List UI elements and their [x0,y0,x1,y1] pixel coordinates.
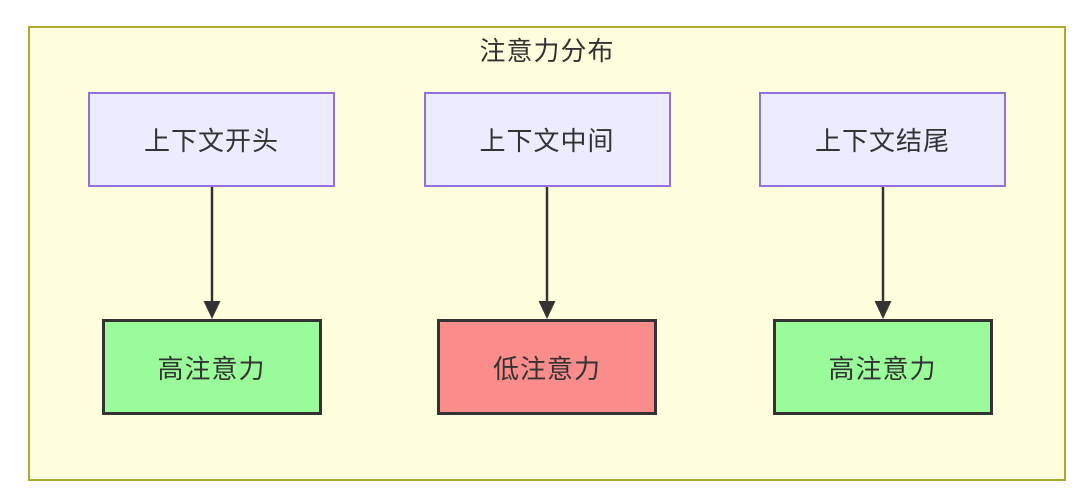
context-middle-label: 上下文中间 [479,126,615,156]
flow-arrow-down [538,187,556,319]
attention-result-node-middle: 低注意力 [437,319,657,415]
context-middle-node: 上下文中间 [423,92,671,187]
diagram-title: 注意力分布 [479,36,615,66]
arrowhead-icon [203,301,220,319]
context-start-node: 上下文开头 [88,92,335,187]
arrowhead-icon [874,301,891,319]
diagram-body: 上下文开头 高注意力 上下文中间 低注意力 [30,92,1064,415]
context-end-label: 上下文结尾 [814,126,950,156]
arrowhead-icon [538,301,556,319]
flow-arrow-down [874,187,891,319]
attention-result-label: 低注意力 [492,353,601,384]
attention-result-node-start: 高注意力 [101,319,322,415]
attention-result-node-end: 高注意力 [772,319,993,415]
attention-result-label: 高注意力 [157,353,266,384]
context-start-label: 上下文开头 [143,126,279,156]
flow-column-middle: 上下文中间 低注意力 [423,92,671,415]
flow-column-end: 上下文结尾 高注意力 [759,92,1006,415]
diagram-frame: 注意力分布 上下文开头 高注意力 上下文中间 低 [28,26,1066,481]
attention-result-label: 高注意力 [828,353,937,384]
flow-column-start: 上下文开头 高注意力 [88,92,335,415]
flow-arrow-down [203,187,220,319]
context-end-node: 上下文结尾 [759,92,1006,187]
